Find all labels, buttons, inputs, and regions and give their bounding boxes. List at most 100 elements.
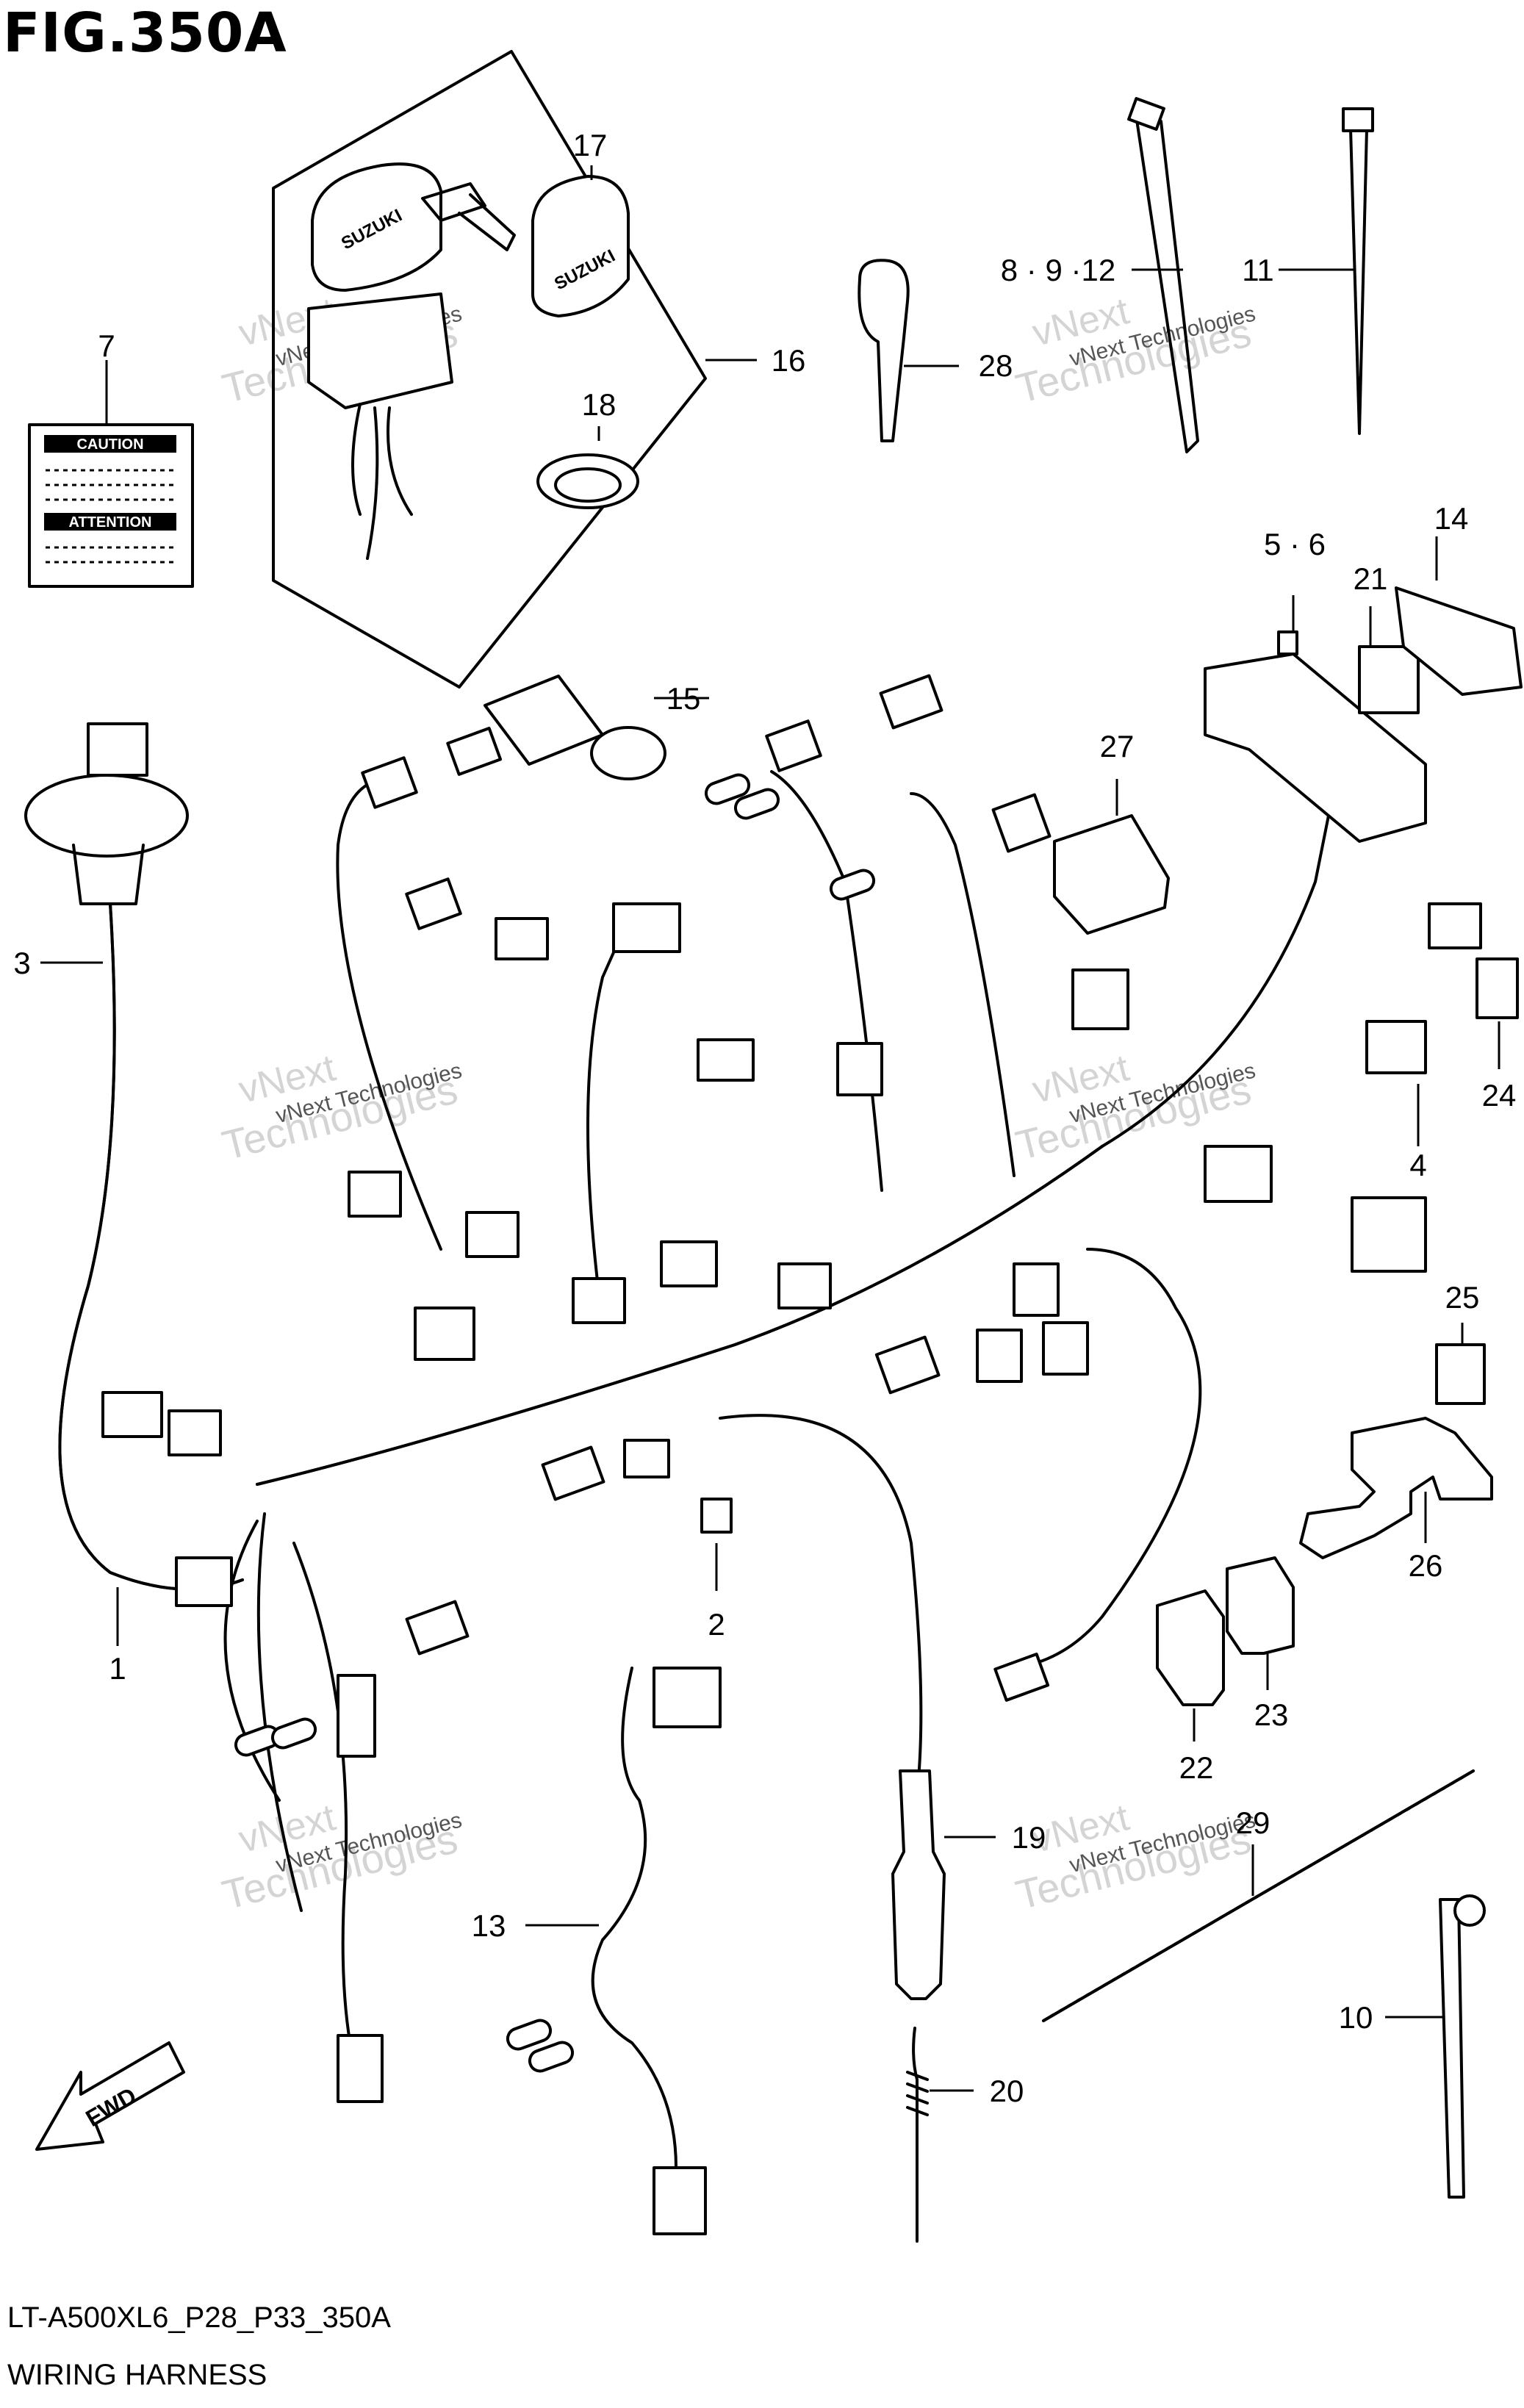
connector xyxy=(175,1556,233,1607)
connector xyxy=(405,1600,470,1656)
harness-branch-mid xyxy=(586,910,633,1324)
assembly-outline-box xyxy=(272,50,707,689)
relay-21 xyxy=(1358,645,1420,714)
callout-13: 13 xyxy=(472,1908,506,1943)
cable-clip-bolt xyxy=(1453,1894,1486,1927)
coupler-15-body xyxy=(484,675,604,766)
caution-text: CAUTION xyxy=(76,436,143,453)
spare-key xyxy=(858,259,910,442)
lock-nut-ring-inner xyxy=(554,467,622,503)
spring-coils xyxy=(906,2071,929,2116)
assembly-name: WIRING HARNESS xyxy=(7,2359,267,2391)
connector xyxy=(572,1277,626,1324)
callout-23: 23 xyxy=(1254,1697,1289,1732)
harness-branch-fuse-box xyxy=(1101,807,1331,1148)
bullet-terminal xyxy=(704,773,751,805)
connector xyxy=(1013,1262,1060,1317)
connector xyxy=(623,1439,670,1478)
connector xyxy=(1365,1020,1427,1074)
connector xyxy=(405,877,462,930)
connector xyxy=(361,756,418,809)
sub-harness-3-wire xyxy=(58,902,244,1591)
connector xyxy=(348,1171,402,1218)
cable-tie-head xyxy=(1127,97,1165,131)
bullet-terminal xyxy=(270,1717,317,1750)
forward-arrow-shape xyxy=(35,2041,185,2151)
watermark-mid-left: vNext Technologies vNext Technologies xyxy=(218,1046,464,1168)
connector xyxy=(993,1653,1050,1702)
harness-branch-top-left xyxy=(336,777,442,1251)
connector-housing-23 xyxy=(1226,1556,1295,1655)
main-connector-plug xyxy=(87,722,148,777)
connector xyxy=(101,1391,163,1438)
connector xyxy=(836,1042,883,1096)
watermark-bottom-left: vNext Technologies vNext Technologies xyxy=(218,1796,464,1918)
fuse xyxy=(1277,630,1298,655)
callout-26: 26 xyxy=(1409,1548,1443,1583)
harness-branch-connector-up xyxy=(770,770,883,1192)
sub-harness-3 xyxy=(24,722,244,1591)
connector xyxy=(777,1262,832,1309)
bullet-terminal xyxy=(829,869,876,901)
callout-28: 28 xyxy=(979,348,1013,383)
attention-header-bar xyxy=(44,513,176,531)
connector xyxy=(653,2166,707,2235)
harness-trunk-fill xyxy=(256,1145,1104,1486)
relay-27 xyxy=(1053,814,1170,935)
callout-15: 15 xyxy=(666,681,701,716)
connector-housing-2 xyxy=(700,1498,733,1534)
main-wire-harness xyxy=(223,770,1331,2059)
coupler-15-cap xyxy=(590,726,666,780)
connector xyxy=(1042,1321,1089,1376)
connector xyxy=(168,1409,222,1456)
callout-19: 19 xyxy=(1012,1820,1046,1855)
harness-branch-lower-right xyxy=(1013,1248,1202,1670)
harness-branch-right xyxy=(910,792,1016,1177)
bullet-terminal xyxy=(528,2041,575,2073)
callout-8-9-12: 8 · 9 ·12 xyxy=(1001,253,1115,287)
connector xyxy=(1071,968,1129,1030)
coupler-15-plug xyxy=(446,727,503,776)
ignition-switch-wires xyxy=(351,403,413,560)
main-connector-boot xyxy=(24,774,189,858)
connector xyxy=(660,1240,718,1287)
harness-branch-left-wires xyxy=(223,1512,303,1912)
bracket-26 xyxy=(1299,1417,1493,1559)
connector-housings xyxy=(700,957,1519,1706)
callout-16: 16 xyxy=(772,343,806,378)
callout-21: 21 xyxy=(1354,561,1388,596)
cable-tie-long xyxy=(1134,109,1199,453)
fuse-box-group xyxy=(1204,586,1523,843)
bullet-terminal xyxy=(733,788,780,820)
figure-title: FIG.350A xyxy=(3,1,287,65)
callout-1: 1 xyxy=(109,1651,126,1686)
callout-2: 2 xyxy=(708,1607,725,1642)
callout-14: 14 xyxy=(1434,501,1469,536)
bullet-terminals xyxy=(234,773,876,2073)
connector xyxy=(697,1038,755,1082)
connector-housing-24 xyxy=(1476,957,1519,1019)
corrugated-tube xyxy=(1042,1769,1475,2022)
callout-5-6: 5 · 6 xyxy=(1264,527,1326,561)
relay-27-body xyxy=(1053,814,1170,935)
connector xyxy=(1351,1196,1427,1273)
key-cap xyxy=(531,175,630,317)
connector xyxy=(879,674,943,730)
cable-tie-straight xyxy=(1349,127,1368,435)
connector-housing-25 xyxy=(1435,1343,1486,1405)
forward-arrow: FWD xyxy=(35,2041,185,2151)
callout-29: 29 xyxy=(1236,1805,1270,1840)
callout-4: 4 xyxy=(1409,1148,1426,1182)
callout-25: 25 xyxy=(1445,1280,1480,1315)
callout-7: 7 xyxy=(98,328,115,363)
callout-22: 22 xyxy=(1179,1750,1214,1785)
oxygen-sensor-body xyxy=(891,1769,946,2000)
connector xyxy=(541,1445,605,1501)
cable-tie-head-2 xyxy=(1342,107,1374,132)
connector xyxy=(991,793,1052,853)
fuse-box-main xyxy=(1204,653,1427,843)
connector xyxy=(465,1211,520,1258)
callout-24: 24 xyxy=(1482,1078,1517,1113)
sub-harness-13 xyxy=(591,1667,677,2169)
